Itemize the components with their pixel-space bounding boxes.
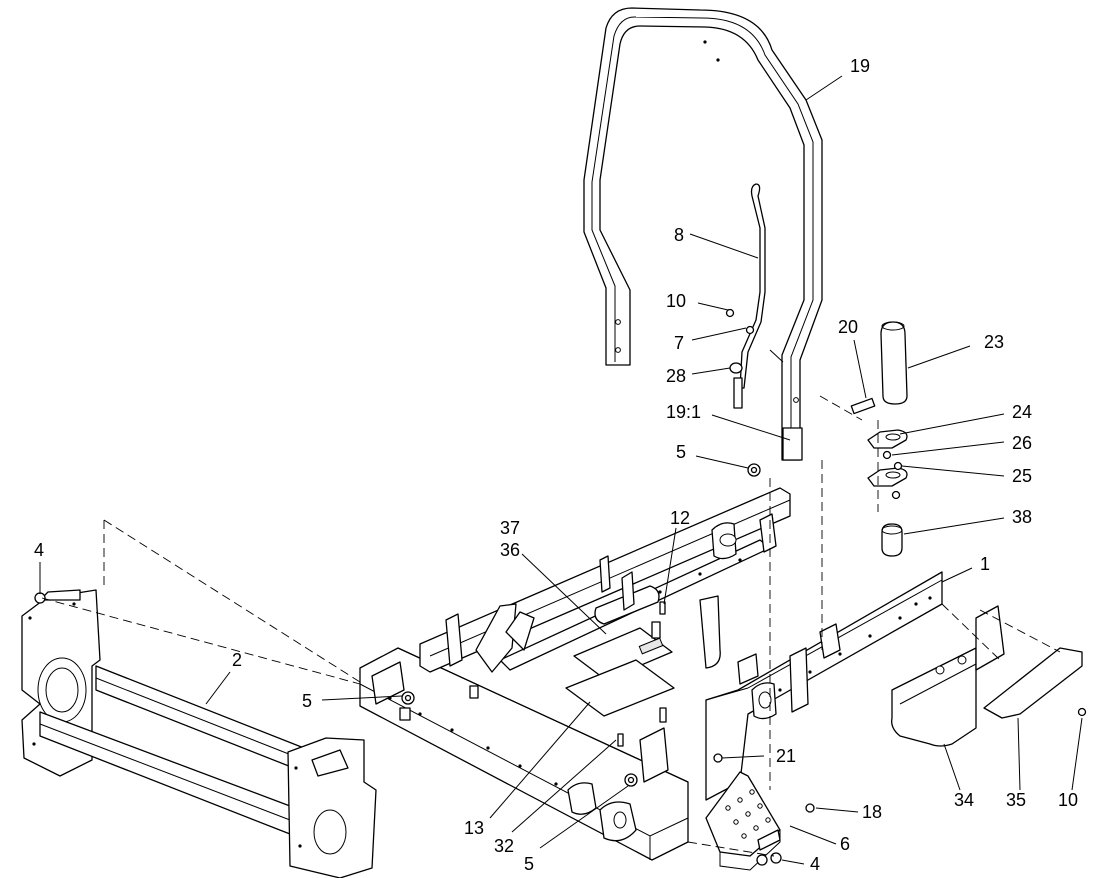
callout-10-right: 10 <box>1058 790 1078 810</box>
callout-35: 35 <box>1006 790 1026 810</box>
callout-labels: 19 8 10 7 28 20 23 24 19:1 26 25 5 38 12… <box>34 56 1078 874</box>
callout-24: 24 <box>1012 402 1032 422</box>
footrest-mount <box>850 321 908 557</box>
callout-26: 26 <box>1012 433 1032 453</box>
callout-28: 28 <box>666 366 686 386</box>
callout-13: 13 <box>464 818 484 838</box>
callout-36: 36 <box>500 540 520 560</box>
callout-5-top: 5 <box>676 442 686 462</box>
alignment-lines <box>41 395 1061 857</box>
callout-19-1: 19:1 <box>666 402 701 422</box>
axle-plate-assembly <box>21 589 377 878</box>
side-panel <box>891 605 1087 747</box>
roll-bar <box>583 7 823 461</box>
callout-37: 37 <box>500 518 520 538</box>
foot-plate <box>705 753 815 871</box>
loose-hardware <box>34 592 768 866</box>
callout-21: 21 <box>776 746 796 766</box>
callout-38: 38 <box>1012 507 1032 527</box>
leader-lines <box>39 75 1083 865</box>
callout-19: 19 <box>850 56 870 76</box>
callout-32: 32 <box>494 836 514 856</box>
callout-20: 20 <box>838 317 858 337</box>
callout-5-bottom: 5 <box>524 854 534 874</box>
callout-6: 6 <box>840 834 850 854</box>
callout-5-left: 5 <box>302 691 312 711</box>
callout-23: 23 <box>984 332 1004 352</box>
callout-10-top: 10 <box>666 291 686 311</box>
latch-rod <box>725 183 784 409</box>
callout-34: 34 <box>954 790 974 810</box>
callout-2: 2 <box>232 650 242 670</box>
callout-4-left: 4 <box>34 540 44 560</box>
callout-8: 8 <box>674 225 684 245</box>
callout-12: 12 <box>670 508 690 528</box>
callout-4-bottom: 4 <box>810 854 820 874</box>
main-frame <box>359 463 943 861</box>
callout-18: 18 <box>862 802 882 822</box>
callout-7: 7 <box>674 333 684 353</box>
callout-1: 1 <box>980 554 990 574</box>
callout-25: 25 <box>1012 466 1032 486</box>
